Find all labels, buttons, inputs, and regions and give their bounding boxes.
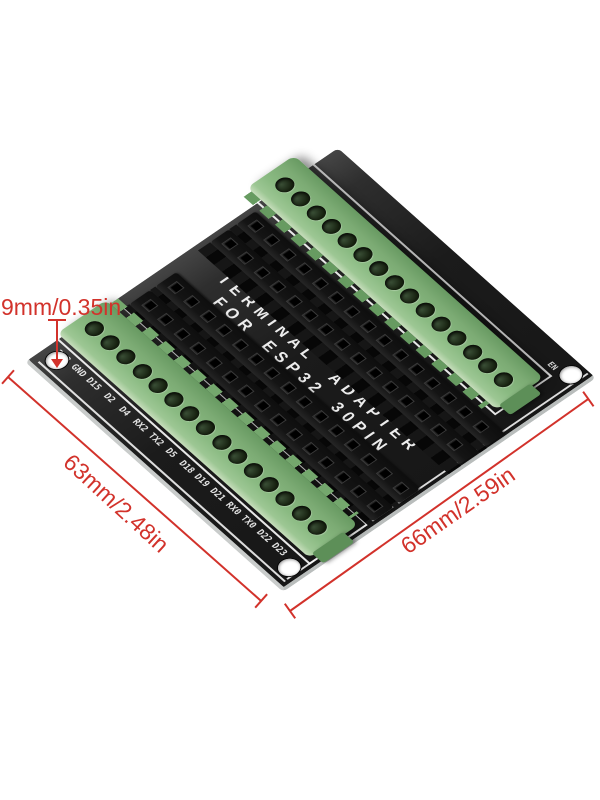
socket-hole xyxy=(263,367,281,381)
socket-hole xyxy=(375,334,393,348)
socket-hole xyxy=(349,351,367,366)
socket-hole xyxy=(252,399,271,413)
socket-hole xyxy=(156,313,175,327)
socket-hole xyxy=(236,384,255,399)
socket-hole xyxy=(182,295,201,310)
terminal-hole xyxy=(128,360,156,382)
dimension-height-arrow xyxy=(51,359,63,368)
socket-hole xyxy=(391,481,409,496)
socket-hole xyxy=(455,405,473,420)
socket-hole xyxy=(220,370,239,385)
socket-hole xyxy=(327,424,345,438)
socket-hole xyxy=(230,338,249,352)
socket-hole xyxy=(445,437,463,452)
socket-hole xyxy=(343,305,361,320)
socket-hole xyxy=(311,409,329,424)
socket-hole xyxy=(214,324,233,338)
terminal-hole xyxy=(255,474,283,496)
socket-hole xyxy=(246,352,265,367)
socket-hole xyxy=(359,452,377,467)
terminal-hole xyxy=(112,346,140,368)
socket-hole xyxy=(204,356,223,370)
socket-hole xyxy=(310,276,329,291)
socket-hole xyxy=(140,298,159,313)
socket-hole xyxy=(439,391,457,405)
socket-hole xyxy=(300,309,319,323)
socket-hole xyxy=(268,280,287,294)
socket-hole xyxy=(198,309,217,324)
socket-hole xyxy=(343,438,361,453)
socket-hole xyxy=(220,237,239,252)
socket-hole xyxy=(301,442,319,456)
socket-hole xyxy=(278,248,297,262)
socket-hole xyxy=(423,377,441,391)
socket-hole xyxy=(285,427,303,442)
socket-hole xyxy=(391,348,409,363)
board-perspective-wrapper: 3V3GNDD15D2D4RX2TX2D5D18D19D21RX0TX0D22D… xyxy=(25,148,596,593)
socket-hole xyxy=(407,362,425,377)
socket-hole xyxy=(295,395,313,410)
terminal-hole xyxy=(271,488,299,510)
terminal-hole xyxy=(490,369,518,391)
terminal-hole xyxy=(176,403,204,425)
socket-hole xyxy=(349,485,367,499)
terminal-hole xyxy=(287,502,315,524)
socket-hole xyxy=(166,281,185,295)
socket-hole xyxy=(381,380,399,395)
socket-hole xyxy=(327,291,345,305)
socket-hole xyxy=(284,294,303,309)
dimension-height-label: 9mm/0.35in xyxy=(1,294,122,320)
pcb-board: 3V3GNDD15D2D4RX2TX2D5D18D19D21RX0TX0D22D… xyxy=(25,148,596,593)
socket-hole xyxy=(279,381,297,395)
socket-hole xyxy=(172,327,191,342)
terminal-hole xyxy=(287,188,314,210)
socket-hole xyxy=(397,394,415,409)
socket-hole xyxy=(359,319,377,334)
terminal-hole xyxy=(443,327,471,349)
socket-hole xyxy=(429,423,447,438)
socket-hole xyxy=(317,456,335,470)
socket-hole xyxy=(333,337,351,352)
socket-hole xyxy=(365,499,383,513)
socket-hole xyxy=(365,366,383,380)
terminal-hole xyxy=(224,445,252,467)
terminal-hole xyxy=(303,516,331,538)
socket-hole xyxy=(188,341,207,356)
socket-hole xyxy=(252,266,271,280)
terminal-hole xyxy=(144,374,172,396)
socket-hole xyxy=(471,420,489,434)
socket-hole xyxy=(333,470,351,485)
socket-hole xyxy=(269,413,287,428)
socket-hole xyxy=(246,219,265,234)
socket-hole xyxy=(413,409,431,423)
terminal-hole xyxy=(365,257,393,279)
socket-hole xyxy=(236,251,255,266)
socket-hole xyxy=(294,262,313,277)
socket-hole xyxy=(375,467,393,481)
terminal-hole xyxy=(208,431,236,453)
socket-hole xyxy=(262,233,281,248)
socket-hole xyxy=(316,323,335,337)
terminal-hole xyxy=(192,417,220,439)
dimension-height-line xyxy=(56,319,58,361)
